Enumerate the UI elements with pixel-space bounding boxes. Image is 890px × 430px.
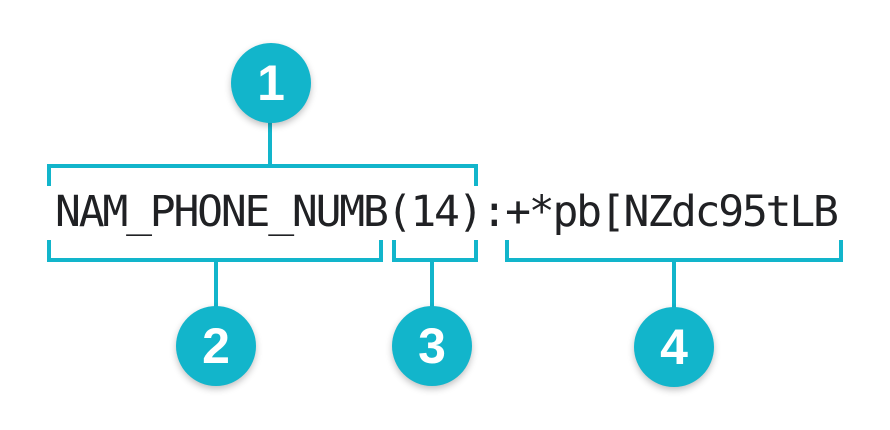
- callout-2-bracket: [47, 240, 383, 262]
- callout-4-stem: [672, 262, 676, 308]
- callout-1-label: 1: [257, 55, 285, 111]
- callout-3-label: 3: [418, 318, 446, 374]
- callout-4-bracket: [505, 240, 843, 262]
- callout-4-label: 4: [660, 319, 688, 375]
- callout-1-bracket: [47, 164, 478, 186]
- callout-1-badge: 1: [231, 43, 311, 123]
- callout-2-stem: [214, 262, 218, 308]
- callout-2-badge: 2: [176, 306, 256, 386]
- callout-1-stem: [268, 116, 272, 164]
- callout-3-bracket: [392, 240, 478, 262]
- record-string: NAM_PHONE_NUMB(14):+*pb[NZdc95tLB: [55, 187, 839, 237]
- callout-3-stem: [430, 262, 434, 308]
- callout-2-label: 2: [202, 318, 230, 374]
- callout-4-badge: 4: [634, 307, 714, 387]
- callout-3-badge: 3: [392, 306, 472, 386]
